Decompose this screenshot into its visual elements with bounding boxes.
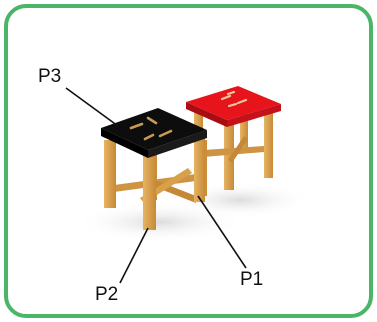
leader-line-p2 — [119, 227, 149, 284]
label-p3: P3 — [38, 66, 62, 87]
front-stool-slot-marks — [129, 116, 173, 141]
back-stool-top-edge — [227, 104, 281, 127]
leader-line-p1 — [197, 195, 247, 269]
diagram-frame — [4, 4, 373, 318]
label-p2: P2 — [95, 284, 119, 305]
back-stool-leg — [224, 120, 234, 190]
front-stool-top — [101, 108, 207, 150]
back-stool-leg — [264, 112, 273, 178]
front-stool-top-edge — [148, 130, 207, 158]
back-stool-rail — [203, 146, 264, 157]
back-stool-leg — [240, 104, 248, 150]
front-stool-top-edge — [101, 128, 148, 158]
back-stool-top — [186, 86, 281, 120]
back-stool-top-edge — [186, 102, 227, 127]
front-stool-leg — [143, 150, 156, 230]
back-stool-rail — [228, 136, 248, 163]
front-stool-rail — [150, 178, 196, 203]
front-stool-leg — [194, 138, 205, 202]
back-stool-slot-marks — [220, 90, 248, 108]
leader-line-p3 — [65, 87, 119, 127]
front-stool — [101, 108, 207, 230]
front-stool-leg — [104, 140, 116, 208]
label-p1: P1 — [240, 269, 264, 290]
floor-shadow-front — [75, 202, 245, 242]
